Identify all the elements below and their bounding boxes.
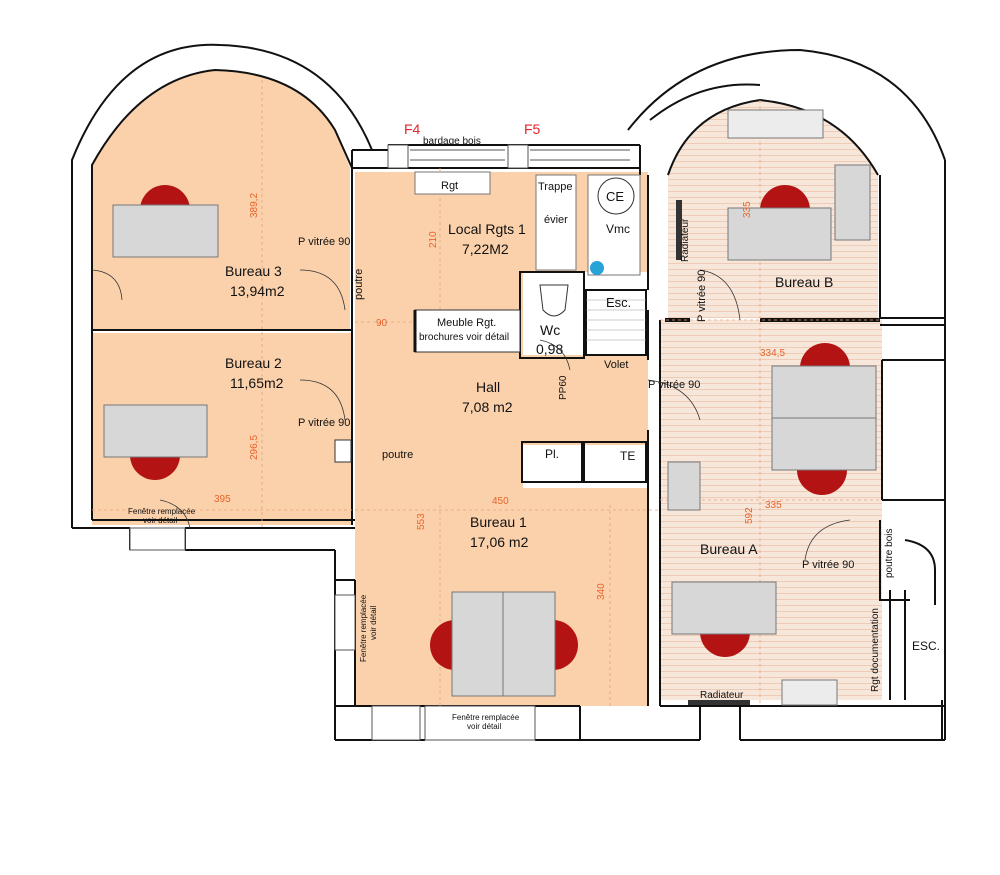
dim-553: 553 — [416, 513, 427, 530]
label-radiateur-bottom: Radiateur — [700, 690, 744, 701]
label-vmc: Vmc — [606, 222, 630, 236]
dim-90: 90 — [376, 318, 388, 329]
label-radiateur-top: Radiateur — [680, 218, 691, 262]
label-evier: évier — [544, 214, 568, 226]
label-pp60: PP60 — [558, 375, 569, 400]
bottom-windows — [129, 527, 536, 741]
room-wc-area: 0,98 — [536, 341, 563, 357]
dim-3345: 334,5 — [760, 348, 785, 359]
room-wc-name: Wc — [540, 322, 560, 338]
dim-395: 395 — [214, 494, 231, 505]
label-ce: CE — [606, 189, 624, 204]
marker-f5: F5 — [524, 121, 541, 137]
label-fenetre-3b: voir détail — [467, 722, 501, 731]
dim-2965: 296,5 — [249, 435, 260, 460]
label-pl: Pl. — [545, 447, 559, 461]
room-hall-fill — [520, 355, 648, 445]
desk-bureauB — [727, 207, 832, 261]
room-hall-name: Hall — [476, 379, 500, 395]
dim-592: 592 — [744, 507, 755, 524]
dim-335-bottom: 335 — [765, 500, 782, 511]
room-bureau1-name: Bureau 1 — [470, 514, 527, 530]
cabinet-bureauB — [834, 164, 871, 241]
room-bureau1-area: 17,06 m2 — [470, 534, 529, 550]
door-arcs — [91, 269, 851, 561]
dim-340: 340 — [596, 583, 607, 600]
label-volet: Volet — [604, 359, 628, 371]
room-hall-area: 7,08 m2 — [462, 399, 513, 415]
radiator-bottom — [688, 700, 750, 705]
room-bureau3-name: Bureau 3 — [225, 263, 282, 279]
local-cabinet — [535, 174, 577, 271]
room-bureau3-area: 13,94m2 — [230, 283, 285, 299]
shelf-bureauA-bottom — [781, 679, 838, 706]
dim-210: 210 — [428, 231, 439, 248]
label-porte-bureau2: P vitrée 90 — [298, 417, 350, 429]
room-local-name: Local Rgts 1 — [448, 221, 526, 237]
label-esc-right: ESC. — [912, 639, 940, 653]
desk-bureau2 — [103, 404, 208, 458]
label-porte-bureauA: P vitrée 90 — [802, 559, 854, 571]
dim-389: 389,2 — [249, 193, 260, 218]
room-bureau3-fill — [92, 70, 350, 330]
label-meuble-1: Meuble Rgt. — [437, 317, 496, 329]
label-porte-bureauB: P vitrée 90 — [696, 270, 708, 322]
label-fenetre-3a: Fenêtre remplacée — [452, 713, 520, 722]
label-trappe: Trappe — [538, 181, 572, 193]
rgt-shelf — [414, 171, 491, 195]
label-porte-hall: P vitrée 90 — [648, 379, 700, 391]
meuble-rgt — [414, 309, 521, 353]
label-poutre-bois: poutre bois — [884, 529, 895, 578]
ce-circle — [597, 177, 635, 215]
cabinet-bureauA — [667, 461, 701, 511]
dim-335-top: 335 — [742, 201, 753, 218]
room-bureau2-name: Bureau 2 — [225, 355, 282, 371]
label-fenetre-2a: Fenêtre remplacée — [359, 594, 368, 662]
room-bureauB-name: Bureau B — [775, 274, 833, 290]
label-rgt-documentation: Rgt documentation — [870, 608, 881, 692]
water-point — [590, 261, 604, 275]
room-local-area: 7,22M2 — [462, 241, 509, 257]
pillar — [334, 439, 352, 463]
label-fenetre-1a: Fenêtre remplacée — [128, 507, 196, 516]
marker-f4: F4 — [404, 121, 421, 137]
dim-450: 450 — [492, 496, 509, 507]
label-te: TE — [620, 449, 635, 463]
label-meuble-2: brochures voir détail — [419, 332, 509, 343]
desk-bureauA-lower — [671, 581, 777, 635]
desk-bureau3 — [112, 204, 219, 258]
shelf-bureauB-top — [727, 109, 824, 139]
label-porte-bureau3: P vitrée 90 — [298, 236, 350, 248]
label-bardage-bois: bardage bois — [423, 136, 481, 147]
room-bureau2-area: 11,65m2 — [230, 375, 284, 391]
label-esc: Esc. — [606, 295, 631, 310]
radiator-top — [676, 200, 682, 260]
top-windows — [387, 144, 630, 169]
label-fenetre-1b: voir détail — [143, 516, 177, 525]
toilet — [539, 284, 569, 317]
label-poutre-horizontal: poutre — [382, 449, 413, 461]
label-rgt: Rgt — [441, 180, 458, 192]
label-fenetre-2b: voir détail — [369, 606, 378, 640]
room-bureauA-name: Bureau A — [700, 541, 758, 557]
label-poutre-vertical: poutre — [353, 269, 365, 300]
stair-treads — [586, 299, 646, 341]
